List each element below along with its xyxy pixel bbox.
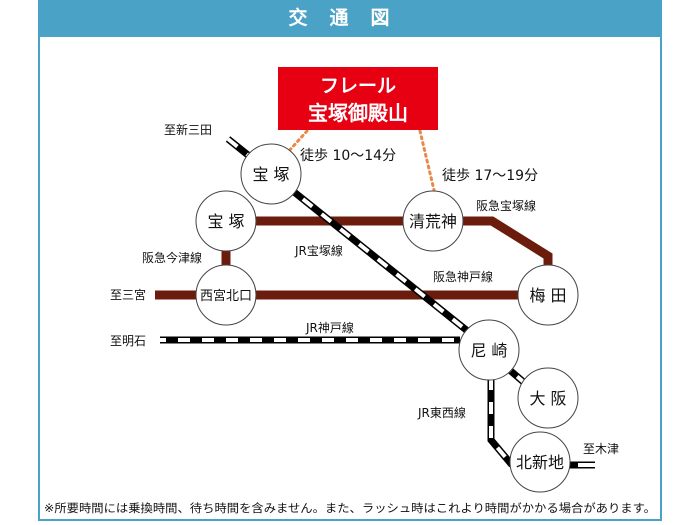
line-label-jr-kobe: JR神戸線 <box>305 320 354 335</box>
destination-box <box>278 67 438 130</box>
walk-path-kiyoshikojin <box>418 129 436 192</box>
page-title: 交通図 <box>38 0 662 37</box>
station-kiyoshikojin[interactable]: 清荒神 <box>402 190 464 252</box>
direction-shinsanda: 至新三田 <box>164 122 212 137</box>
svg-text:北新地: 北新地 <box>516 453 564 472</box>
line-label-hankyu-imazu: 阪急今津線 <box>142 250 202 265</box>
svg-text:大 阪: 大 阪 <box>529 389 566 408</box>
station-nishinomiya-kitaguchi[interactable]: 西宮北口 <box>195 264 257 326</box>
station-kitashinchi[interactable]: 北新地 <box>509 431 571 493</box>
walk-path-takarazuka <box>286 129 309 154</box>
svg-text:宝 塚: 宝 塚 <box>207 212 244 231</box>
svg-text:宝 塚: 宝 塚 <box>252 165 289 184</box>
station-umeda[interactable]: 梅 田 <box>517 264 579 326</box>
walk-time-kiyoshikojin: 徒歩 17〜19分 <box>442 168 538 184</box>
destination-name-2: 宝塚御殿山 <box>308 101 408 125</box>
footnote: ※所要時間には乗換時間、待ち時間を含みません。また、ラッシュ時はこれより時間がか… <box>44 501 656 515</box>
svg-text:梅 田: 梅 田 <box>529 286 566 305</box>
walk-time-takarazuka: 徒歩 10〜14分 <box>300 148 396 164</box>
hankyu-takarazuka-line <box>256 216 553 266</box>
station-hankyu-takarazuka[interactable]: 宝 塚 <box>195 190 257 252</box>
station-jr-takarazuka[interactable]: 宝 塚 <box>240 143 302 205</box>
line-label-hankyu-kobe: 阪急神戸線 <box>433 269 493 284</box>
direction-akashi: 至明石 <box>110 334 146 348</box>
svg-text:西宮北口: 西宮北口 <box>200 288 252 304</box>
station-osaka[interactable]: 大 阪 <box>517 367 579 429</box>
line-label-jr-takarazuka: JR宝塚線 <box>294 243 343 258</box>
line-label-jr-tozai: JR東西線 <box>417 405 466 420</box>
svg-text:清荒神: 清荒神 <box>409 212 457 231</box>
svg-text:尼 崎: 尼 崎 <box>470 341 507 360</box>
destination-name-1: フレール <box>320 75 396 97</box>
direction-sannomiya: 至三宮 <box>110 287 146 302</box>
direction-kizu: 至木津 <box>583 442 619 456</box>
map-frame <box>38 0 662 521</box>
station-amagasaki[interactable]: 尼 崎 <box>458 319 520 381</box>
line-label-hankyu-takarazuka: 阪急宝塚線 <box>476 198 536 213</box>
